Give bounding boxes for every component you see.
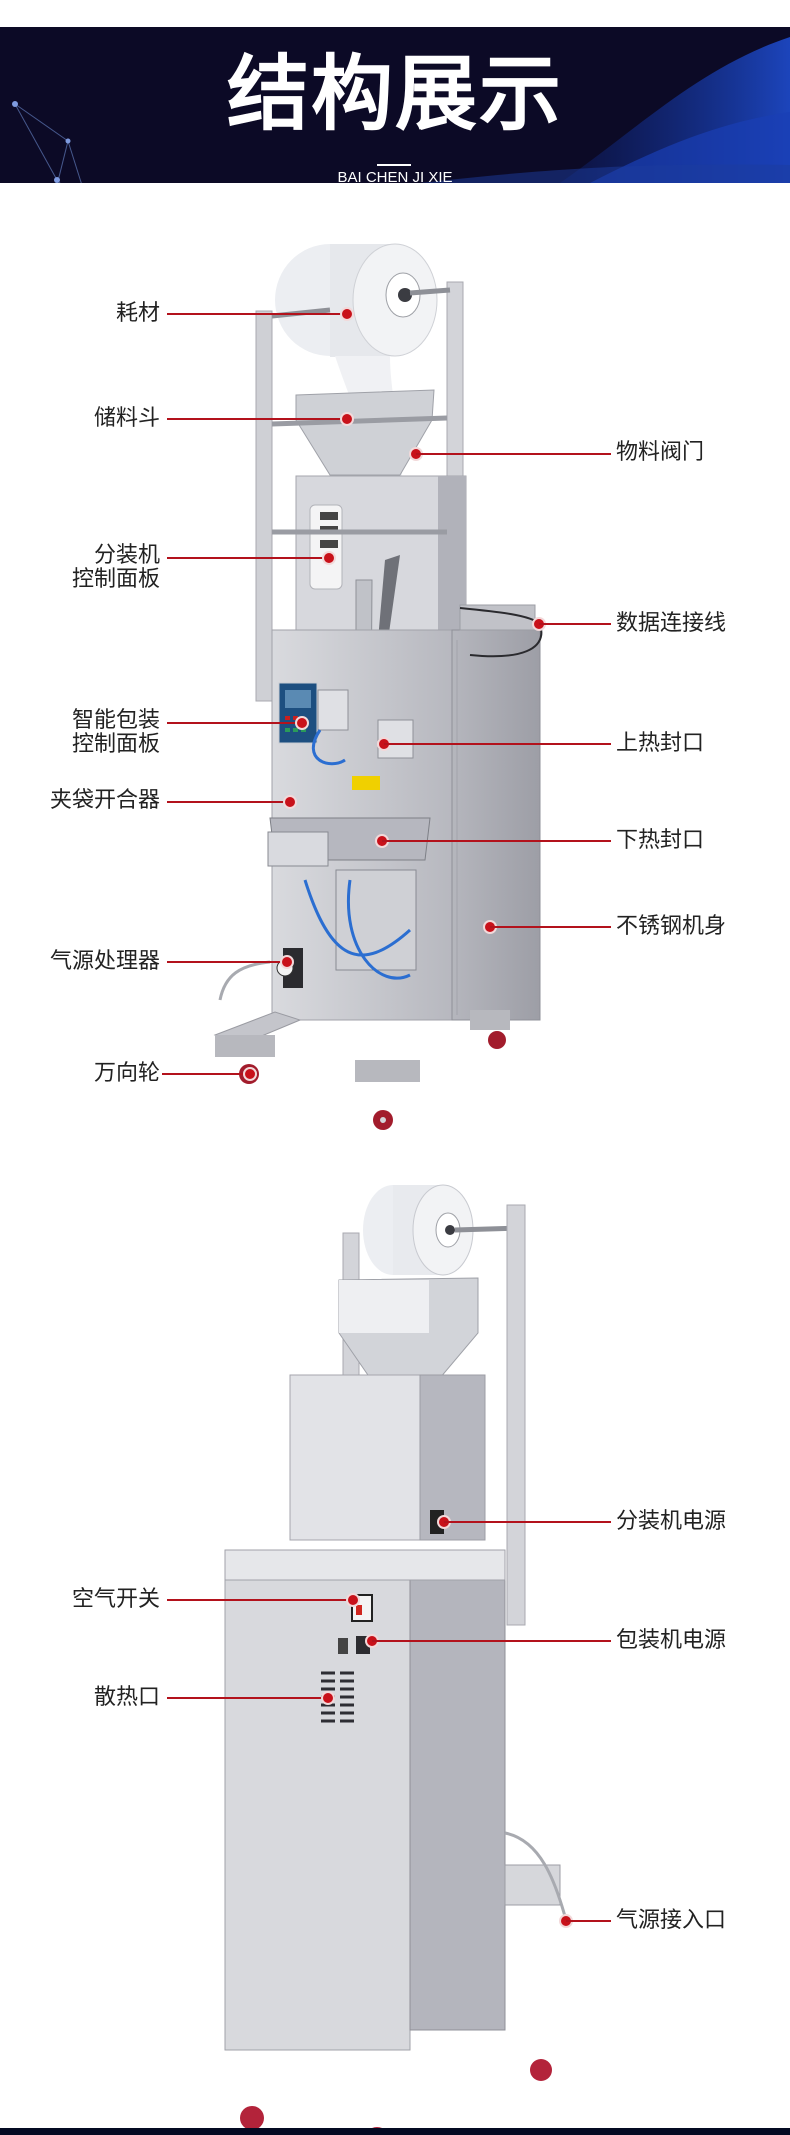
packaging-machine-rear-image	[224, 1184, 568, 2130]
callout-line	[167, 961, 287, 963]
callout-line	[416, 453, 611, 455]
callout-label-storage-hopper: 储料斗	[93, 406, 160, 431]
callout-dot-icon	[243, 1067, 257, 1081]
callout-dot-icon	[283, 795, 297, 809]
callout-line	[167, 313, 347, 315]
callout-dot-icon	[322, 551, 336, 565]
callout-line	[162, 1073, 250, 1075]
title-divider	[377, 164, 411, 166]
callout-label-air-inlet: 气源接入口	[616, 1908, 727, 1933]
callout-dot-icon	[295, 716, 309, 730]
callout-line	[384, 743, 611, 745]
callout-label-air-source-processor: 气源处理器	[49, 949, 160, 974]
page-title: 结构展示	[226, 47, 563, 142]
callout-label-caster-wheel: 万向轮	[93, 1061, 160, 1086]
callout-dot-icon	[340, 307, 354, 321]
header-banner: 结构展示 BAI CHEN JI XIE	[0, 27, 790, 183]
callout-line	[566, 1920, 611, 1922]
label-line-2: 控制面板	[71, 732, 160, 757]
callout-dot-icon	[280, 955, 294, 969]
callout-dot-icon	[340, 412, 354, 426]
callout-line	[167, 1697, 328, 1699]
callout-line	[539, 623, 611, 625]
label-line-2: 控制面板	[71, 567, 160, 592]
callout-label-dosing-power: 分装机电源	[616, 1509, 727, 1534]
packaging-machine-front-image	[213, 243, 543, 1130]
callout-label-bag-clamp-opener: 夹袋开合器	[49, 788, 160, 813]
callout-label-heat-vent: 散热口	[93, 1685, 160, 1710]
callout-label-smart-packaging-control-panel: 智能包装 控制面板	[72, 709, 160, 757]
callout-dot-icon	[346, 1593, 360, 1607]
label-line-1: 分装机	[93, 543, 160, 568]
callout-line	[167, 557, 329, 559]
callout-label-material-valve: 物料阀门	[616, 440, 705, 465]
callout-label-lower-heat-seal: 下热封口	[616, 828, 705, 853]
callout-label-stainless-steel-body: 不锈钢机身	[616, 914, 727, 939]
callout-label-dosing-control-panel: 分装机 控制面板	[72, 544, 160, 592]
callout-line	[444, 1521, 611, 1523]
callout-label-data-cable: 数据连接线	[616, 611, 727, 636]
callout-line	[382, 840, 611, 842]
callout-label-packaging-power: 包装机电源	[616, 1628, 727, 1653]
page-subtitle: BAI CHEN JI XIE	[337, 169, 453, 183]
footer-bar	[0, 2128, 790, 2135]
callout-label-air-switch: 空气开关	[71, 1587, 160, 1612]
callout-line	[167, 801, 290, 803]
callout-line	[167, 418, 347, 420]
callout-label-film-material: 耗材	[115, 301, 160, 326]
callout-line	[490, 926, 611, 928]
callout-line	[167, 1599, 353, 1601]
callout-dot-icon	[321, 1691, 335, 1705]
label-line-1: 智能包装	[71, 708, 160, 733]
callout-line	[372, 1640, 611, 1642]
callout-line	[167, 722, 302, 724]
network-wave-background-icon	[12, 37, 790, 183]
callout-label-upper-heat-seal: 上热封口	[616, 731, 705, 756]
